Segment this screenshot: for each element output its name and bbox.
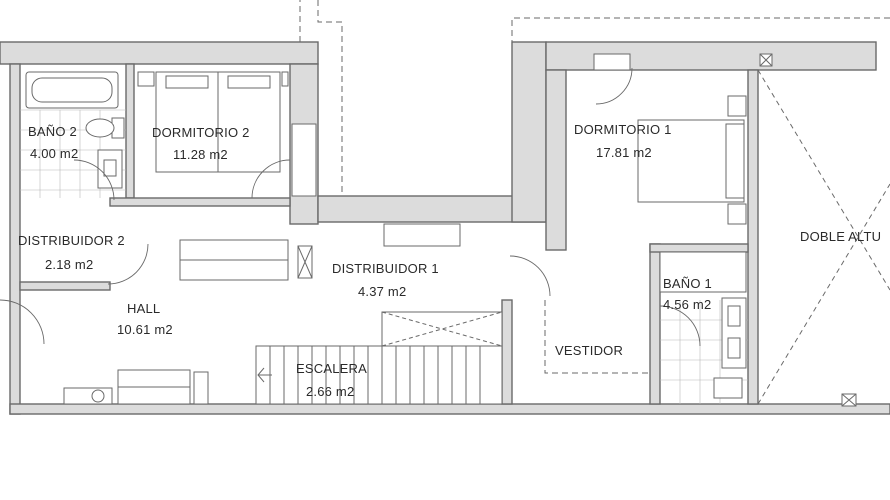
room-area-distribuidor1: 4.37 m2 <box>358 284 406 299</box>
room-name-doble-altura: DOBLE ALTU <box>800 229 881 244</box>
room-area-bano2: 4.00 m2 <box>30 146 78 161</box>
door-swings <box>0 67 701 347</box>
room-name-bano1: BAÑO 1 <box>663 276 712 291</box>
room-name-dormitorio2: DORMITORIO 2 <box>152 125 250 140</box>
room-area-bano1: 4.56 m2 <box>663 297 711 312</box>
room-area-dormitorio2: 11.28 m2 <box>173 147 228 162</box>
room-name-hall: HALL <box>127 301 160 316</box>
room-area-dormitorio1: 17.81 m2 <box>596 145 652 160</box>
room-area-distribuidor2: 2.18 m2 <box>45 257 93 272</box>
room-area-hall: 10.61 m2 <box>117 322 173 337</box>
room-name-bano2: BAÑO 2 <box>28 124 77 139</box>
room-name-escalera: ESCALERA <box>296 361 367 376</box>
room-name-distribuidor1: DISTRIBUIDOR 1 <box>332 261 439 276</box>
room-area-escalera: 2.66 m2 <box>306 384 354 399</box>
toilet <box>713 377 743 399</box>
stairs <box>255 311 503 405</box>
fixtures <box>25 53 890 407</box>
room-name-vestidor: VESTIDOR <box>555 343 623 358</box>
room-name-distribuidor2: DISTRIBUIDOR 2 <box>18 233 125 248</box>
bathtub <box>659 251 747 293</box>
room-labels: BAÑO 2 4.00 m2 DORMITORIO 2 11.28 m2 DIS… <box>18 122 881 399</box>
room-name-dormitorio1: DORMITORIO 1 <box>574 122 672 137</box>
